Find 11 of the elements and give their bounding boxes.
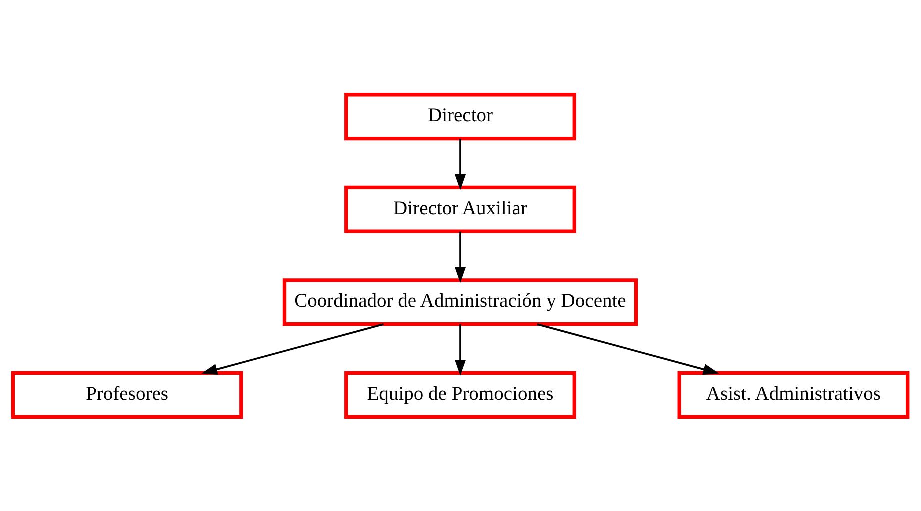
node-box: Asist. Administrativos (678, 370, 910, 418)
node-box: Profesores (11, 370, 244, 418)
node-box: Director (344, 92, 576, 140)
node-box: Coordinador de Administración y Docente (282, 278, 638, 326)
arrow (537, 323, 720, 374)
arrow (454, 231, 466, 283)
node-box: Director Auxiliar (344, 185, 576, 233)
arrow (454, 138, 466, 190)
node-box: Equipo de Promociones (344, 370, 576, 418)
arrow (454, 324, 466, 376)
arrow (202, 323, 384, 374)
